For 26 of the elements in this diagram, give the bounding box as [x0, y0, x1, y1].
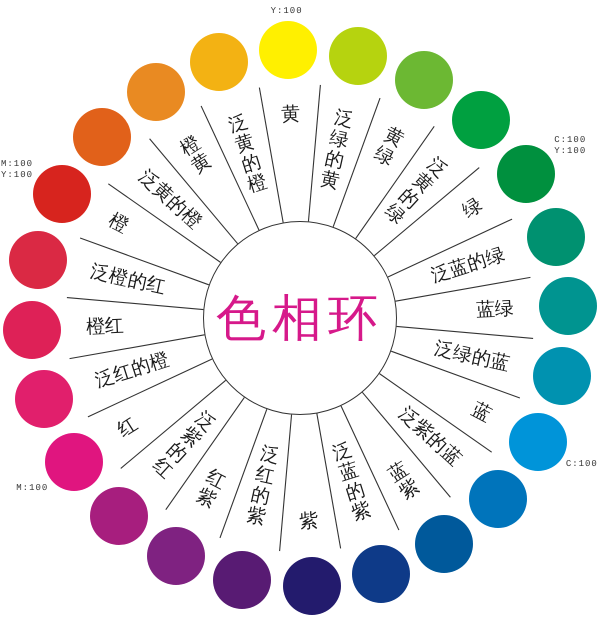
hue-name: 蓝绿 — [475, 298, 514, 321]
hue-name: 泛蓝的绿 — [428, 244, 508, 286]
hue-name: 泛绿的蓝 — [432, 338, 512, 374]
wheel-title: 色相环 — [216, 290, 384, 346]
hue-name: 泛绿的黄 — [318, 106, 356, 193]
cmyk-note: M:100 Y:100 — [1, 159, 34, 181]
hue-name: 红紫 — [192, 466, 230, 512]
hue-name: 黄绿 — [370, 124, 408, 170]
hue-name: 橙红 — [86, 315, 125, 338]
cmyk-note: C:100 — [566, 459, 598, 470]
hue-name: 黄 — [280, 104, 302, 126]
hue-name: 橙 — [105, 210, 132, 238]
hue-name: 橙黄 — [176, 132, 216, 178]
hue-name: 蓝紫 — [384, 458, 424, 504]
hue-name: 红 — [114, 414, 142, 442]
hue-name: 泛红的紫 — [244, 442, 282, 529]
hue-name: 泛黄的橙 — [226, 110, 270, 197]
hue-name: 泛红的橙 — [92, 349, 172, 392]
hue-name: 紫 — [298, 510, 320, 532]
cmyk-note: Y:100 — [270, 6, 303, 16]
cmyk-note: C:100 Y:100 — [554, 134, 586, 156]
hue-name: 蓝 — [468, 398, 495, 426]
hue-name: 泛蓝的紫 — [330, 438, 374, 525]
hue-name: 泛橙的红 — [88, 261, 168, 298]
cmyk-note: M:100 — [16, 483, 48, 494]
hue-name: 绿 — [458, 194, 486, 222]
